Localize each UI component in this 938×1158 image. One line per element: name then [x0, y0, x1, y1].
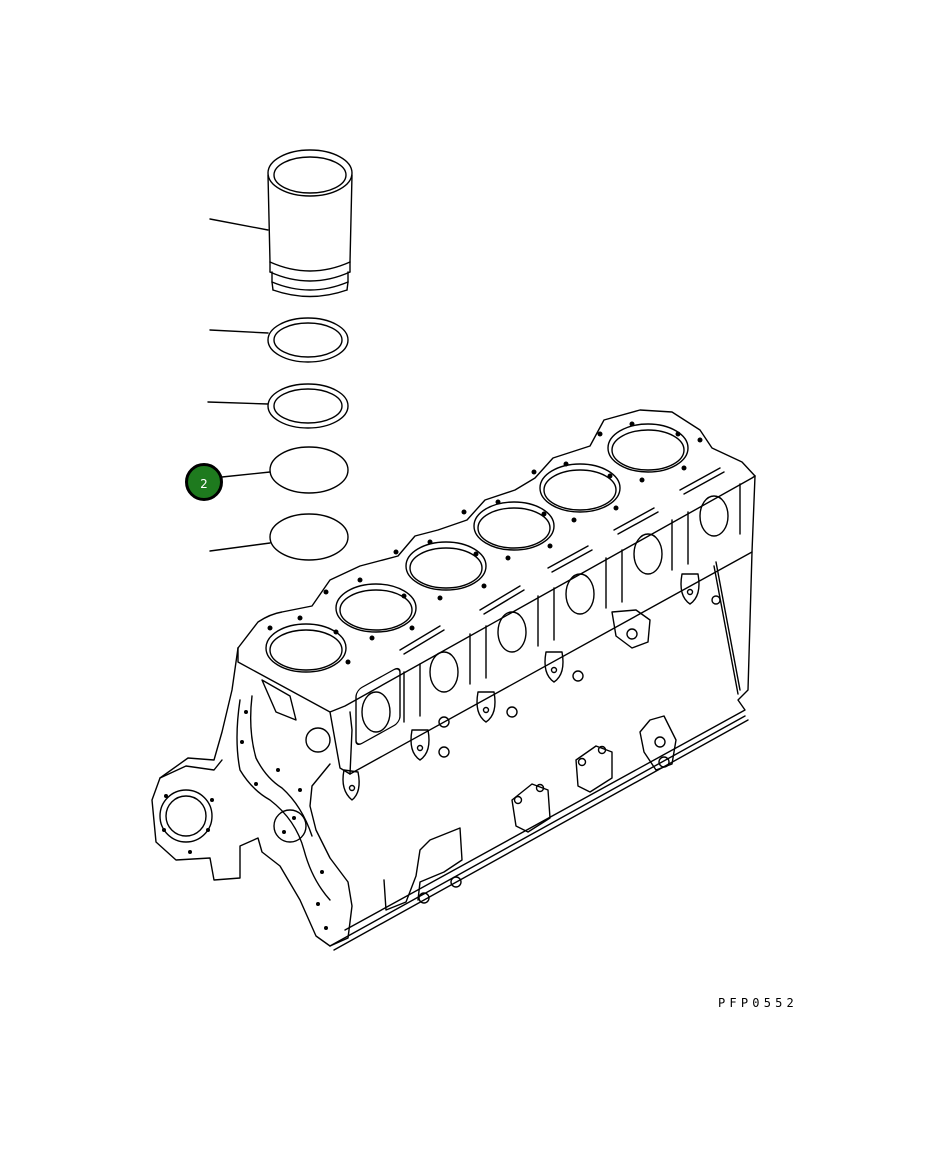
leader-line-ring-2 [207, 401, 269, 405]
cylinder-liner [267, 149, 353, 298]
leader-line-ring-4 [209, 542, 271, 552]
o-ring-1 [267, 317, 349, 363]
leader-line-ring-1 [209, 329, 269, 334]
figure-code: PFP0552 [718, 996, 798, 1010]
leader-line-ring-3 [221, 471, 271, 478]
leader-line-liner [209, 218, 269, 231]
callout-badge-2[interactable]: 2 [185, 463, 223, 501]
cylinder-block [151, 409, 756, 951]
o-ring-4 [269, 513, 349, 561]
o-ring-3 [269, 446, 349, 494]
callout-label: 2 [200, 477, 208, 491]
o-ring-2 [267, 383, 349, 429]
